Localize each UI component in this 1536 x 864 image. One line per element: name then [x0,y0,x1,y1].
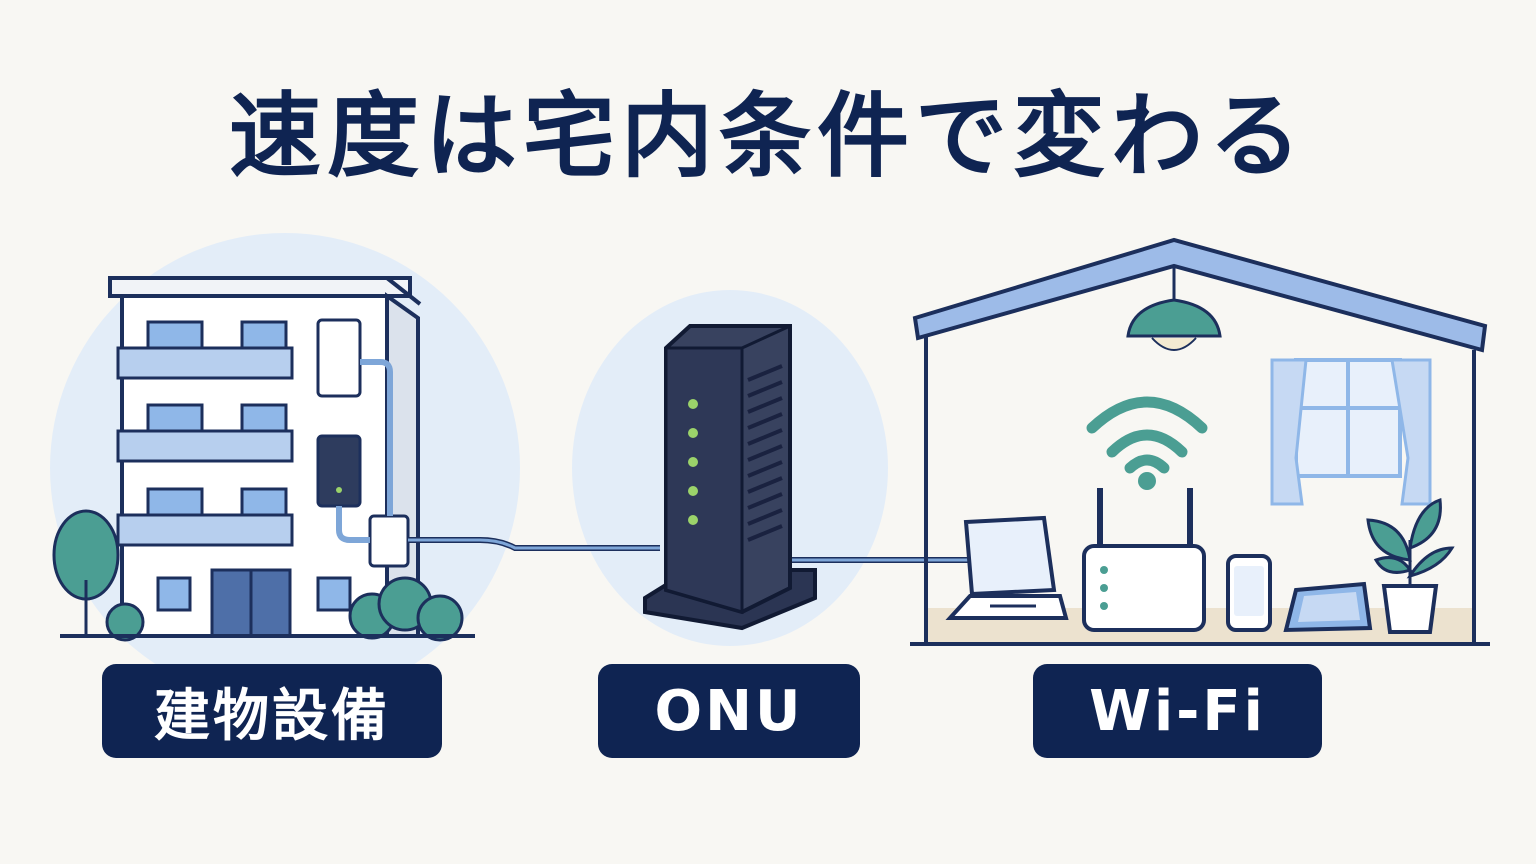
apartment-building-icon [108,276,422,638]
wifi-router-icon [1082,488,1206,632]
wifi-label: Wi-Fi [1033,664,1322,758]
building-equipment-label: 建物設備 [102,664,442,758]
window-icon [1270,358,1432,506]
laptop-icon [945,515,1069,620]
potted-plant-icon [1366,497,1455,634]
bush-icon [105,576,464,642]
smartphone-icon [1226,554,1272,632]
ceiling-lamp-icon [1126,266,1222,351]
onu-device-icon [643,324,817,631]
tablet-icon [1283,581,1373,633]
onu-label: ONU [598,664,860,758]
tree-icon [52,509,120,636]
diagram-title: 速度は宅内条件で変わる [228,83,1307,190]
wifi-signal-icon [1086,396,1208,474]
